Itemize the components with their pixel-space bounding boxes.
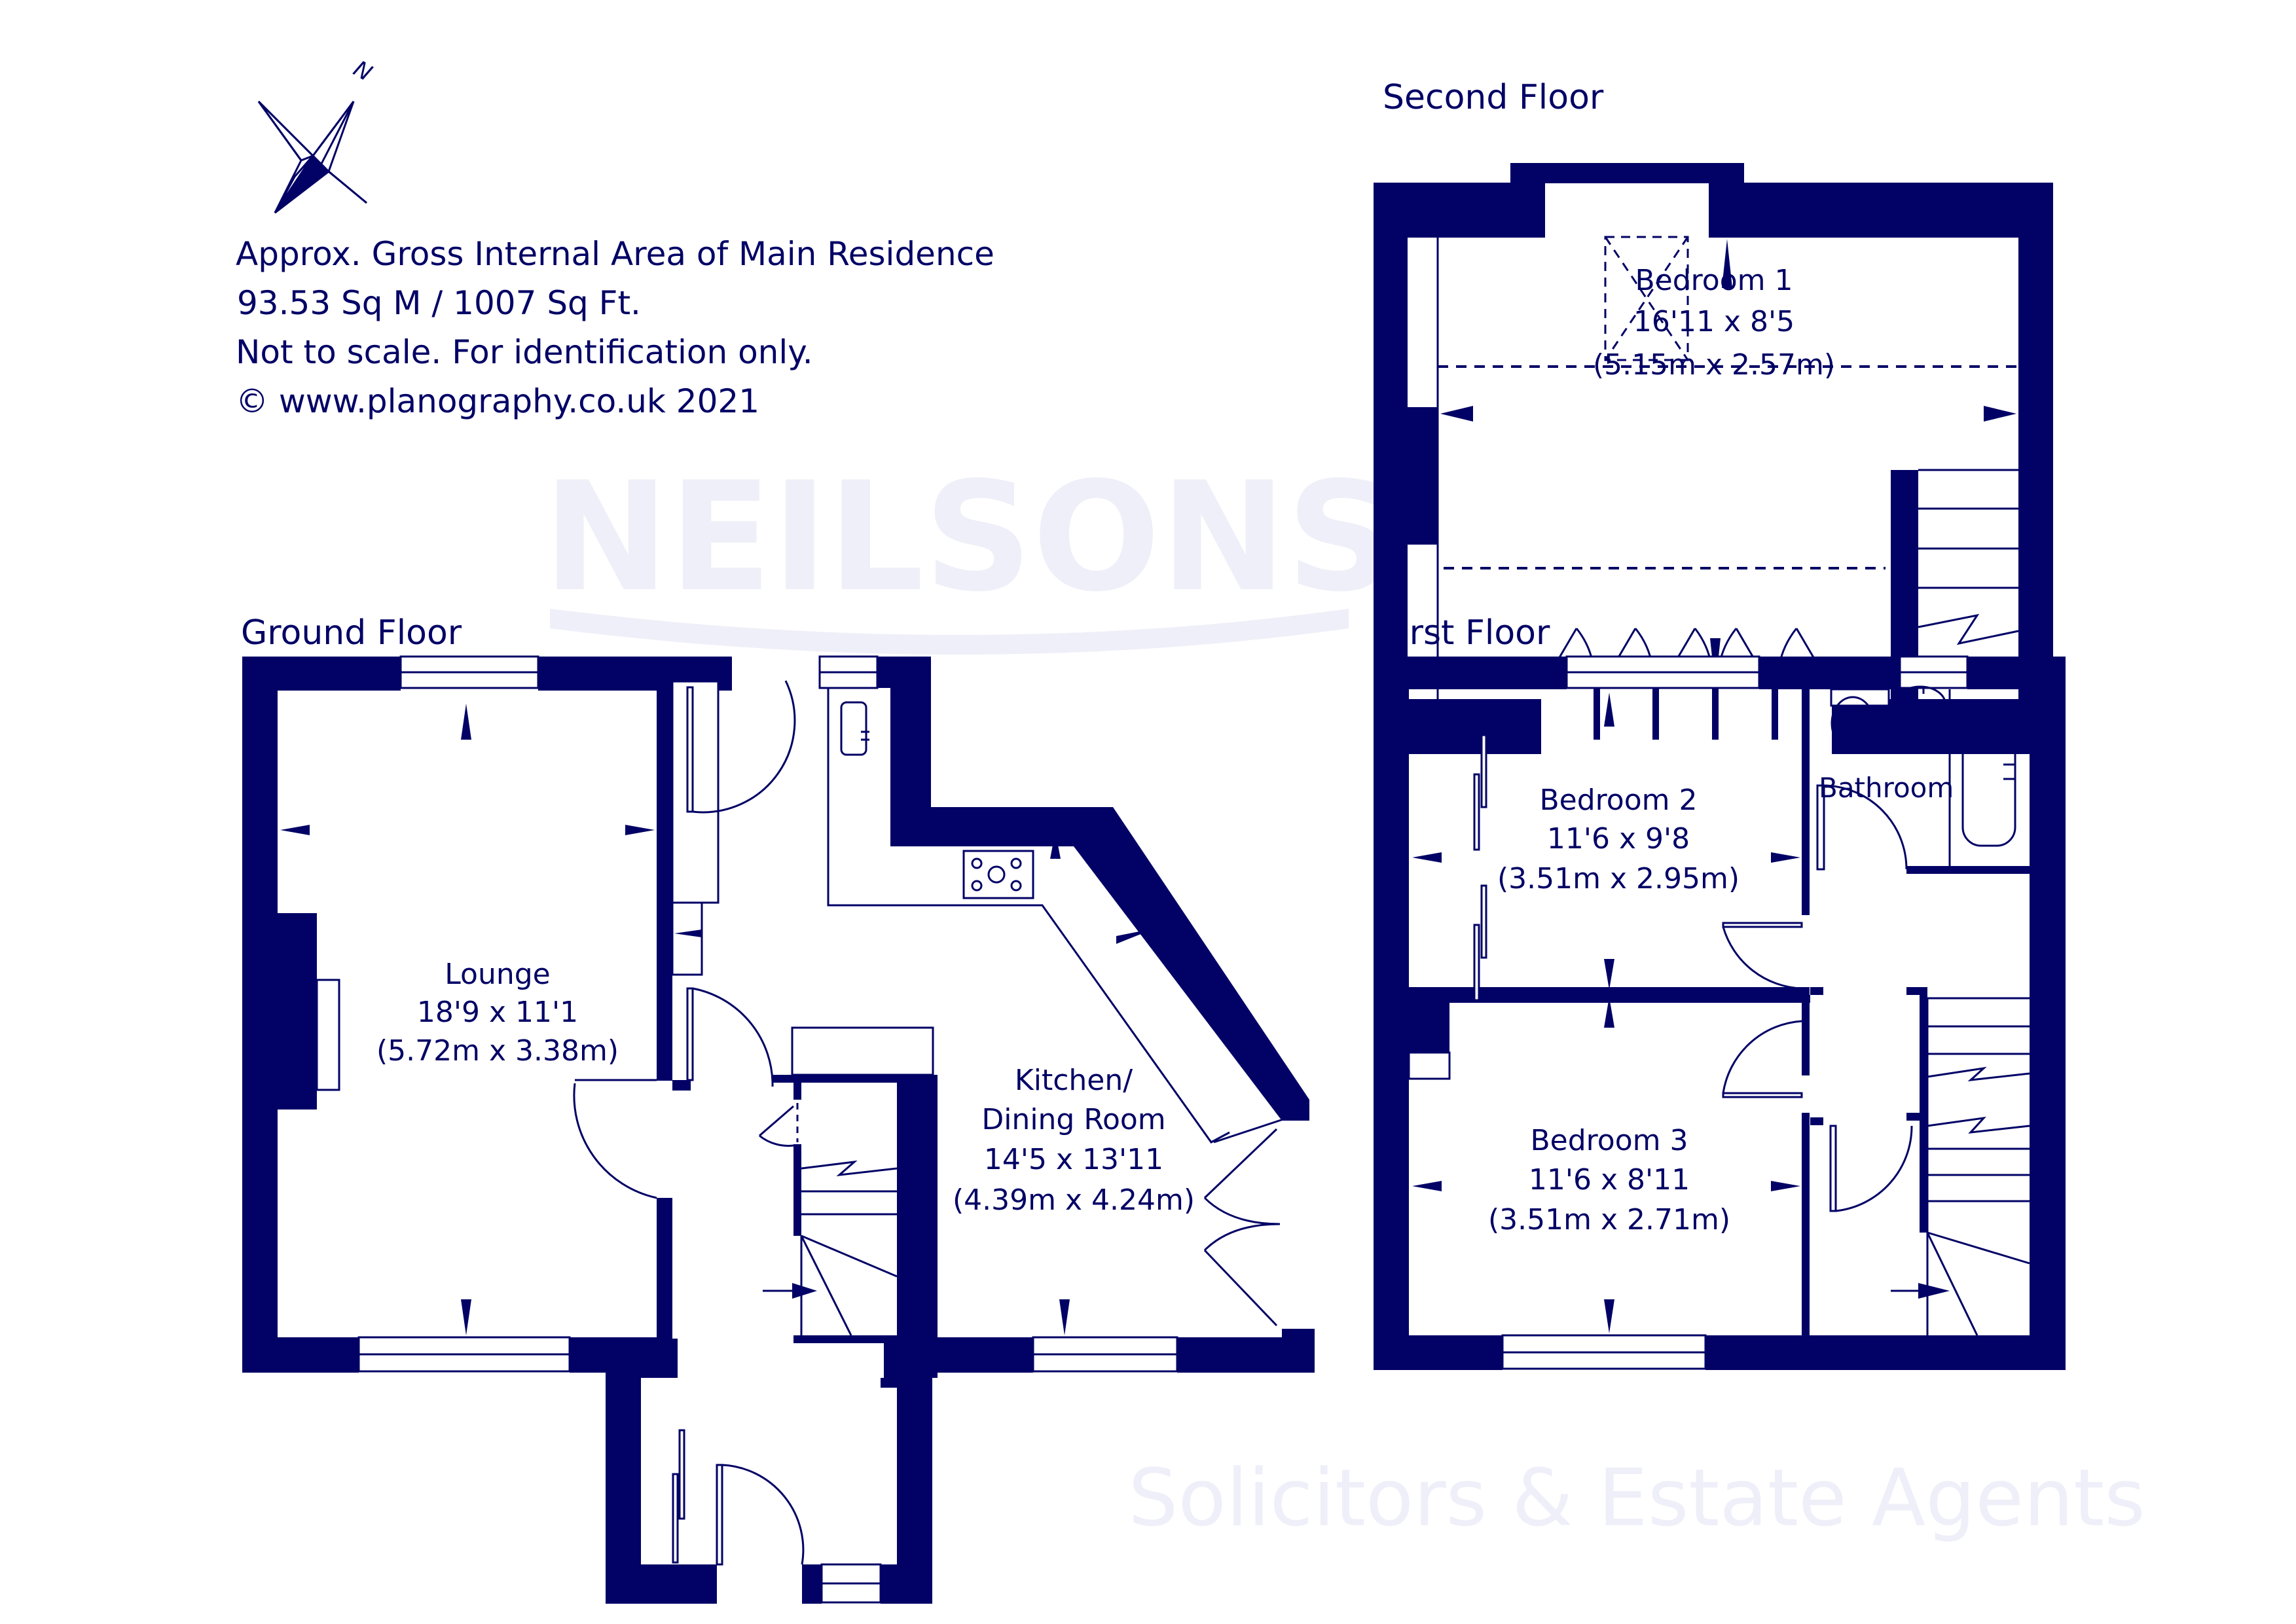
lounge-name: Lounge	[445, 958, 550, 991]
watermark-swoosh	[550, 609, 1349, 655]
first-floor-plan: First Floor	[1374, 613, 2066, 1370]
second-floor-plan: Second Floor	[1374, 78, 2053, 754]
bedroom2-name: Bedroom 2	[1540, 784, 1698, 817]
area-info: Approx. Gross Internal Area of Main Resi…	[236, 235, 994, 420]
lounge-metric: (5.72m x 3.38m)	[376, 1034, 619, 1068]
kitchen-imperial: 14'5 x 13'11	[984, 1143, 1163, 1176]
info-line-3: Not to scale. For identification only.	[236, 333, 813, 371]
watermark-tagline: Solicitors & Estate Agents	[1128, 1453, 2145, 1544]
info-line-2: 93.53 Sq M / 1007 Sq Ft.	[237, 284, 641, 322]
bedroom1-name: Bedroom 1	[1635, 264, 1793, 297]
info-line-1: Approx. Gross Internal Area of Main Resi…	[236, 235, 994, 273]
bedroom3-metric: (3.51m x 2.71m)	[1488, 1203, 1730, 1236]
lounge-imperial: 18'9 x 11'1	[417, 996, 578, 1029]
bedroom2-metric: (3.51m x 2.95m)	[1497, 862, 1740, 895]
kitchen-metric: (4.39m x 4.24m)	[953, 1183, 1195, 1217]
hob-icon	[962, 850, 1034, 899]
watermark-brand: NEILSONS	[543, 450, 1394, 625]
ground-floor-plan: Ground Floor Lounge 18'9 x 11'1 (5.72m x…	[241, 613, 1315, 1604]
compass-rose-icon: N	[257, 56, 376, 214]
bedroom2-imperial: 11'6 x 9'8	[1547, 822, 1690, 856]
watermark: NEILSONS Solicitors & Estate Agents	[543, 450, 2145, 1544]
second-floor-title: Second Floor	[1383, 78, 1604, 117]
ground-floor-title: Ground Floor	[241, 613, 462, 653]
kitchen-name-1: Kitchen/	[1015, 1064, 1133, 1097]
bathroom-name: Bathroom	[1819, 772, 1954, 804]
bedroom3-imperial: 11'6 x 8'11	[1529, 1163, 1690, 1197]
bedroom1-metric: (5.15m x 2.57m)	[1593, 348, 1835, 382]
north-label: N	[349, 56, 376, 86]
kitchen-name-2: Dining Room	[981, 1103, 1165, 1136]
first-floor-title: First Floor	[1383, 613, 1550, 653]
info-line-4: © www.planography.co.uk 2021	[236, 382, 759, 420]
bedroom3-name: Bedroom 3	[1531, 1124, 1688, 1157]
bedroom1-imperial: 16'11 x 8'5	[1633, 305, 1795, 338]
